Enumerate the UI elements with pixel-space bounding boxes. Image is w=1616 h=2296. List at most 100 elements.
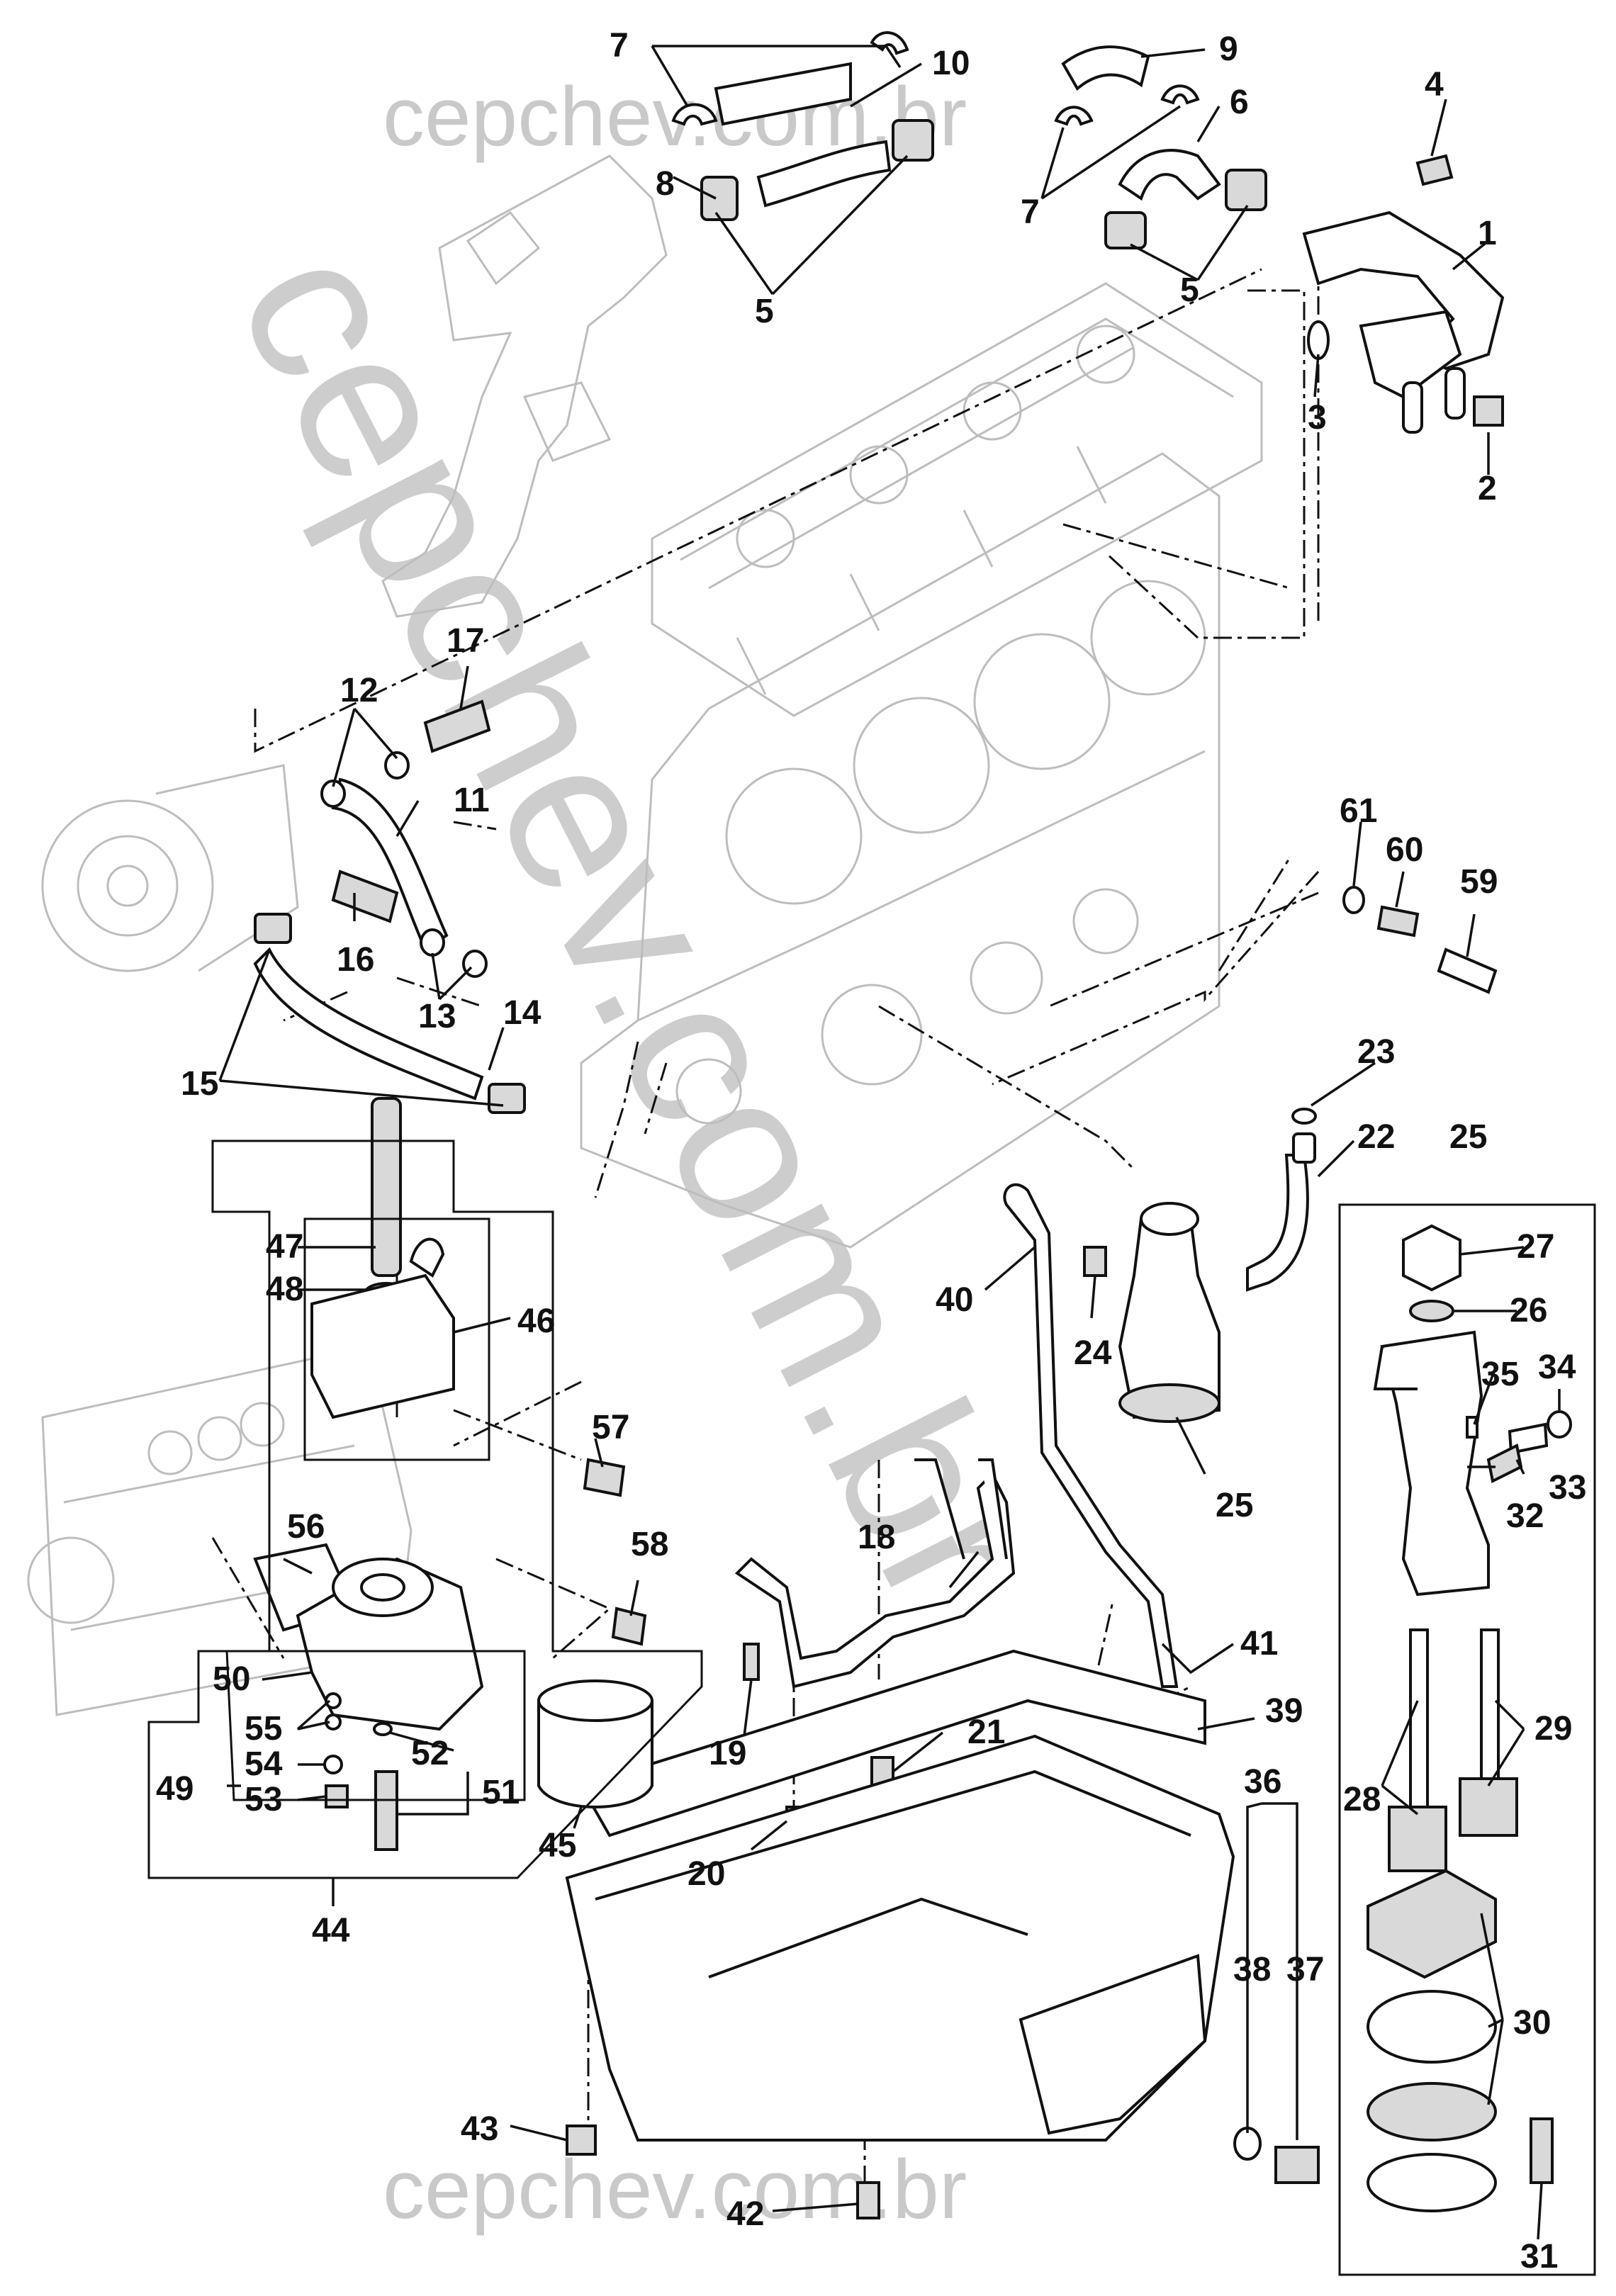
plug-37	[1274, 2146, 1320, 2184]
callout-36: 36	[1244, 1763, 1281, 1801]
bolt-4	[1415, 154, 1454, 186]
cover-30c	[1367, 2082, 1497, 2142]
hose-10	[756, 140, 892, 208]
oil-pump-components	[1367, 1224, 1572, 2212]
callout-7a: 7	[610, 27, 629, 64]
bolt-19	[743, 1643, 760, 1681]
callout-53: 53	[245, 1781, 282, 1818]
watermark-diagonal: cepchev.com.br	[193, 210, 1080, 1642]
callout-25a: 25	[1216, 1487, 1253, 1524]
clamp-15a	[254, 913, 292, 944]
leader-lines	[218, 45, 1561, 2240]
pump-housing-25	[1118, 1217, 1221, 1419]
bolt-57	[583, 1458, 626, 1497]
callout-48: 48	[266, 1271, 303, 1308]
hose-9	[1061, 45, 1150, 91]
callout-39: 39	[1265, 1692, 1303, 1730]
callout-4: 4	[1425, 66, 1444, 103]
cover-30d	[1367, 2153, 1497, 2212]
plug-42	[856, 2181, 880, 2219]
callout-44: 44	[312, 1912, 350, 1949]
pipe-1-nozzle	[1402, 381, 1423, 434]
clamp-15b	[488, 1083, 526, 1114]
valve-32	[1486, 1444, 1523, 1483]
washer-12b	[320, 780, 346, 808]
dipstick-40	[1003, 1183, 1179, 1688]
ring-23	[1291, 1108, 1317, 1125]
callout-16: 16	[337, 941, 374, 979]
callout-19: 19	[709, 1735, 746, 1772]
callout-49: 49	[156, 1770, 193, 1808]
shaft-28	[1409, 1628, 1429, 1823]
callout-43: 43	[461, 2110, 498, 2148]
callout-28: 28	[1343, 1781, 1381, 1818]
bolt-47	[371, 1097, 402, 1277]
callout-60: 60	[1386, 831, 1423, 869]
pan-sump	[1019, 1954, 1207, 2135]
washer-61	[1342, 886, 1365, 914]
callout-35: 35	[1481, 1356, 1519, 1393]
shaft-26	[1409, 1300, 1454, 1322]
callout-58: 58	[631, 1526, 668, 1563]
plug-34	[1547, 1410, 1572, 1439]
callout-23: 23	[1357, 1033, 1395, 1071]
gear-28	[1388, 1806, 1447, 1872]
callout-45: 45	[539, 1827, 576, 1864]
part-54	[323, 1755, 343, 1774]
callout-21: 21	[967, 1713, 1005, 1751]
callout-7b: 7	[1021, 193, 1040, 231]
clamp-5c	[1104, 211, 1147, 249]
washer-13a	[420, 928, 445, 957]
callout-5a: 5	[755, 293, 774, 330]
callout-24: 24	[1074, 1334, 1112, 1372]
clip-7a	[671, 103, 718, 126]
callout-9: 9	[1219, 30, 1238, 68]
callout-25b: 25	[1449, 1118, 1487, 1156]
callout-22: 22	[1357, 1118, 1395, 1156]
water-pipe-assembly	[1302, 154, 1505, 434]
oil-line-22	[1246, 1154, 1309, 1292]
pipe-1-nozzle-b	[1444, 367, 1466, 420]
callout-15: 15	[181, 1065, 218, 1103]
callout-5b: 5	[1180, 271, 1199, 309]
washer-12a	[384, 751, 410, 780]
callout-26: 26	[1510, 1292, 1547, 1329]
callout-17: 17	[447, 622, 484, 660]
callout-52: 52	[411, 1735, 449, 1772]
callout-54: 54	[245, 1745, 283, 1783]
callout-31: 31	[1520, 2238, 1558, 2275]
oil-cooler	[310, 1097, 455, 1419]
callout-27: 27	[1517, 1228, 1554, 1266]
clip-7d	[1160, 84, 1200, 105]
callout-32: 32	[1506, 1497, 1544, 1535]
cover-30b	[1367, 1990, 1497, 2064]
clip-7c	[1054, 106, 1094, 126]
callout-42: 42	[726, 2195, 764, 2233]
callout-55: 55	[245, 1710, 282, 1748]
callout-59: 59	[1460, 863, 1498, 901]
callout-8: 8	[656, 165, 675, 203]
sensor-60	[1376, 905, 1420, 938]
callout-41: 41	[1240, 1625, 1278, 1662]
callout-6: 6	[1230, 84, 1249, 121]
part-55a	[325, 1692, 342, 1709]
gear-29	[1459, 1777, 1518, 1837]
callout-10: 10	[932, 45, 970, 82]
sensor-59	[1437, 947, 1498, 994]
callout-20: 20	[688, 1855, 725, 1893]
callout-56: 56	[287, 1508, 325, 1546]
callout-3: 3	[1308, 399, 1327, 437]
shaft-29	[1480, 1628, 1500, 1794]
bolt-58	[611, 1606, 647, 1646]
callout-34: 34	[1538, 1349, 1576, 1386]
callout-46: 46	[517, 1302, 555, 1340]
gear-27	[1402, 1224, 1461, 1292]
callout-33: 33	[1549, 1469, 1586, 1507]
line-11	[331, 777, 449, 952]
oil-pan-group	[565, 1649, 1320, 2219]
bolt-51	[374, 1770, 398, 1851]
callout-11: 11	[454, 782, 490, 819]
gasket-39	[579, 1649, 1206, 1838]
callout-57: 57	[592, 1409, 629, 1446]
callout-labels: 1 2 3 4 5 5 6 7 7 8 9 10 11 12 13 14 15 …	[156, 27, 1586, 2275]
